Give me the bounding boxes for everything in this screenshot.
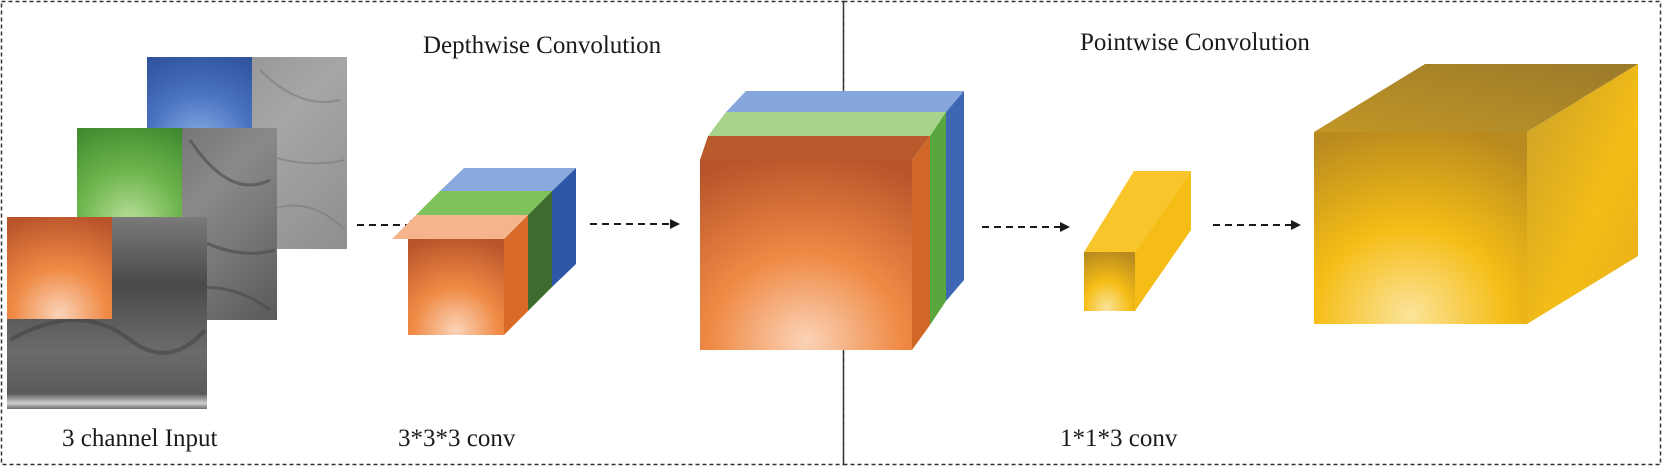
pointwise-kernel-caption: 1*1*3 conv [1060,425,1178,452]
depthwise-section-title: Depthwise Convolution [423,32,662,59]
pointwise-output-volume-icon [1314,64,1638,324]
pointwise-section-title: Pointwise Convolution [1080,29,1310,56]
1x1x3-kernel-icon [1084,171,1191,311]
pointwise-section-frame [842,0,1662,466]
three-channel-image-stack-icon [7,57,347,409]
3x3x3-kernel-cube-icon [392,168,576,335]
depthwise-kernel-caption: 3*3*3 conv [398,425,516,452]
depthwise-output-feature-map-icon [700,91,964,350]
input-caption: 3 channel Input [62,425,218,452]
